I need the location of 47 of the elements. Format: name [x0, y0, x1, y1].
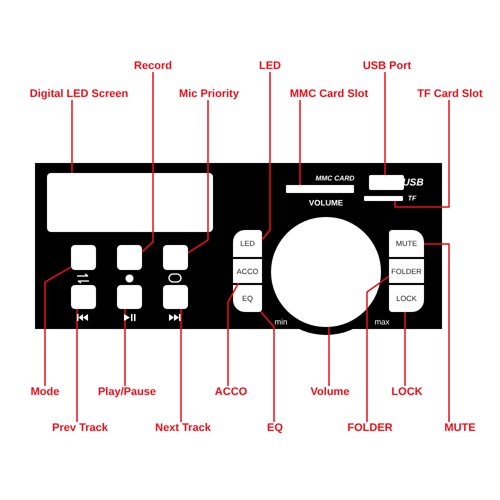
- leader-line: [366, 276, 390, 422]
- leader-line: [44, 266, 72, 386]
- callout-label: Prev Track: [52, 422, 108, 434]
- leader-line: [404, 312, 406, 386]
- panel-label: min: [274, 318, 288, 326]
- panel-button: [163, 285, 188, 309]
- leader-line: [424, 243, 450, 422]
- card-slot: [364, 196, 403, 201]
- leader-line: [260, 312, 275, 422]
- leader-line: [124, 309, 126, 386]
- leader-line: [180, 309, 182, 422]
- leader-line: [261, 72, 271, 240]
- callout-label: FOLDER: [347, 422, 393, 434]
- callout-label: TF Card Slot: [417, 88, 483, 100]
- leader-line: [384, 72, 386, 175]
- panel-button: [71, 245, 96, 270]
- callout-label: Record: [134, 60, 172, 72]
- callout-label: Volume: [310, 386, 350, 398]
- panel-button: [71, 285, 96, 309]
- callout-label: EQ: [267, 422, 283, 434]
- callout-label: Next Track: [155, 422, 211, 434]
- panel-button: [117, 285, 142, 309]
- callout-label: Mode: [30, 386, 60, 398]
- leader-line: [394, 100, 450, 208]
- callout-label: LED: [259, 60, 281, 72]
- callout-label: Digital LED Screen: [30, 88, 128, 100]
- leader-line: [299, 100, 301, 185]
- callout-label: ACCO: [214, 386, 248, 398]
- callout-label: LOCK: [391, 386, 423, 398]
- leader-line: [76, 309, 78, 422]
- panel-label: VOLUME: [308, 198, 344, 208]
- leader-line: [142, 72, 154, 252]
- leader-line: [71, 100, 73, 173]
- callout-label: USB Port: [362, 60, 412, 72]
- leader-line: [188, 100, 209, 254]
- panel-button: [117, 245, 142, 270]
- panel-label: max: [374, 318, 390, 326]
- card-slot: [286, 185, 354, 193]
- callout-label: MUTE: [444, 422, 476, 434]
- leader-line: [227, 282, 240, 386]
- led-screen: [47, 173, 213, 232]
- callout-label: Play/Pause: [98, 386, 156, 398]
- leader-line: [328, 327, 330, 386]
- callout-label: MMC Card Slot: [290, 88, 368, 100]
- usb-port: [369, 175, 404, 190]
- callout-label: Mic Priority: [179, 88, 239, 100]
- panel-button: [163, 245, 188, 270]
